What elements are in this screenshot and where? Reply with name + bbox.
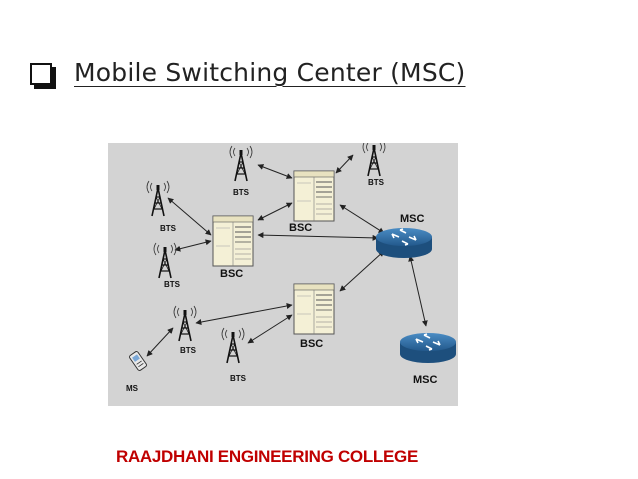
bsc-label: BSC [300,338,323,350]
link-bsc-bsc [257,202,293,221]
link-bsc-msc [257,232,379,241]
msc-label: MSC [413,374,438,386]
mobile-phone-icon [129,351,147,371]
link-bsc-msc [339,204,385,234]
bsc-cabinet-icon [293,170,335,222]
msc-router-icon [399,332,457,364]
link-bts-bsc [195,303,293,325]
bsc-label: BSC [289,222,312,234]
link-bts-bsc [167,197,212,236]
link-msc-msc [408,255,428,327]
link-bts-bsc [335,154,354,174]
footer-text: RAAJDHANI ENGINEERING COLLEGE [115,447,419,466]
checkbox-bullet-icon [30,63,56,89]
bts-label: BTS [230,374,247,383]
connection-links [146,154,428,357]
link-bsc-msc [339,250,385,292]
msc-label: MSC [400,213,425,225]
bts-label: BTS [164,280,181,289]
bts-label: BTS [180,346,197,355]
network-diagram-svg: BTS BTS BTS BTS BTS BTS BSC BSC BSC MSC … [108,140,458,406]
link-ms-bts [146,327,174,357]
footer-college-name: RAAJDHANI ENGINEERING COLLEGE [0,447,638,467]
bts-label: BTS [160,224,177,233]
network-diagram: BTS BTS BTS BTS BTS BTS BSC BSC BSC MSC … [108,140,458,406]
bts-label: BTS [233,188,250,197]
slide-title: Mobile Switching Center (MSC) [74,57,466,87]
diagram-background [108,143,458,406]
bts-label: BTS [368,178,385,187]
bsc-cabinet-icon [212,215,254,267]
ms-label: MS [126,384,139,393]
link-bts-bsc [257,164,293,179]
bsc-cabinet-icon [293,283,335,335]
bsc-label: BSC [220,268,243,280]
msc-router-icon [375,227,433,259]
link-bts-bsc [247,314,293,344]
link-bts-bsc [174,239,212,252]
title-row: Mobile Switching Center (MSC) [30,52,466,92]
